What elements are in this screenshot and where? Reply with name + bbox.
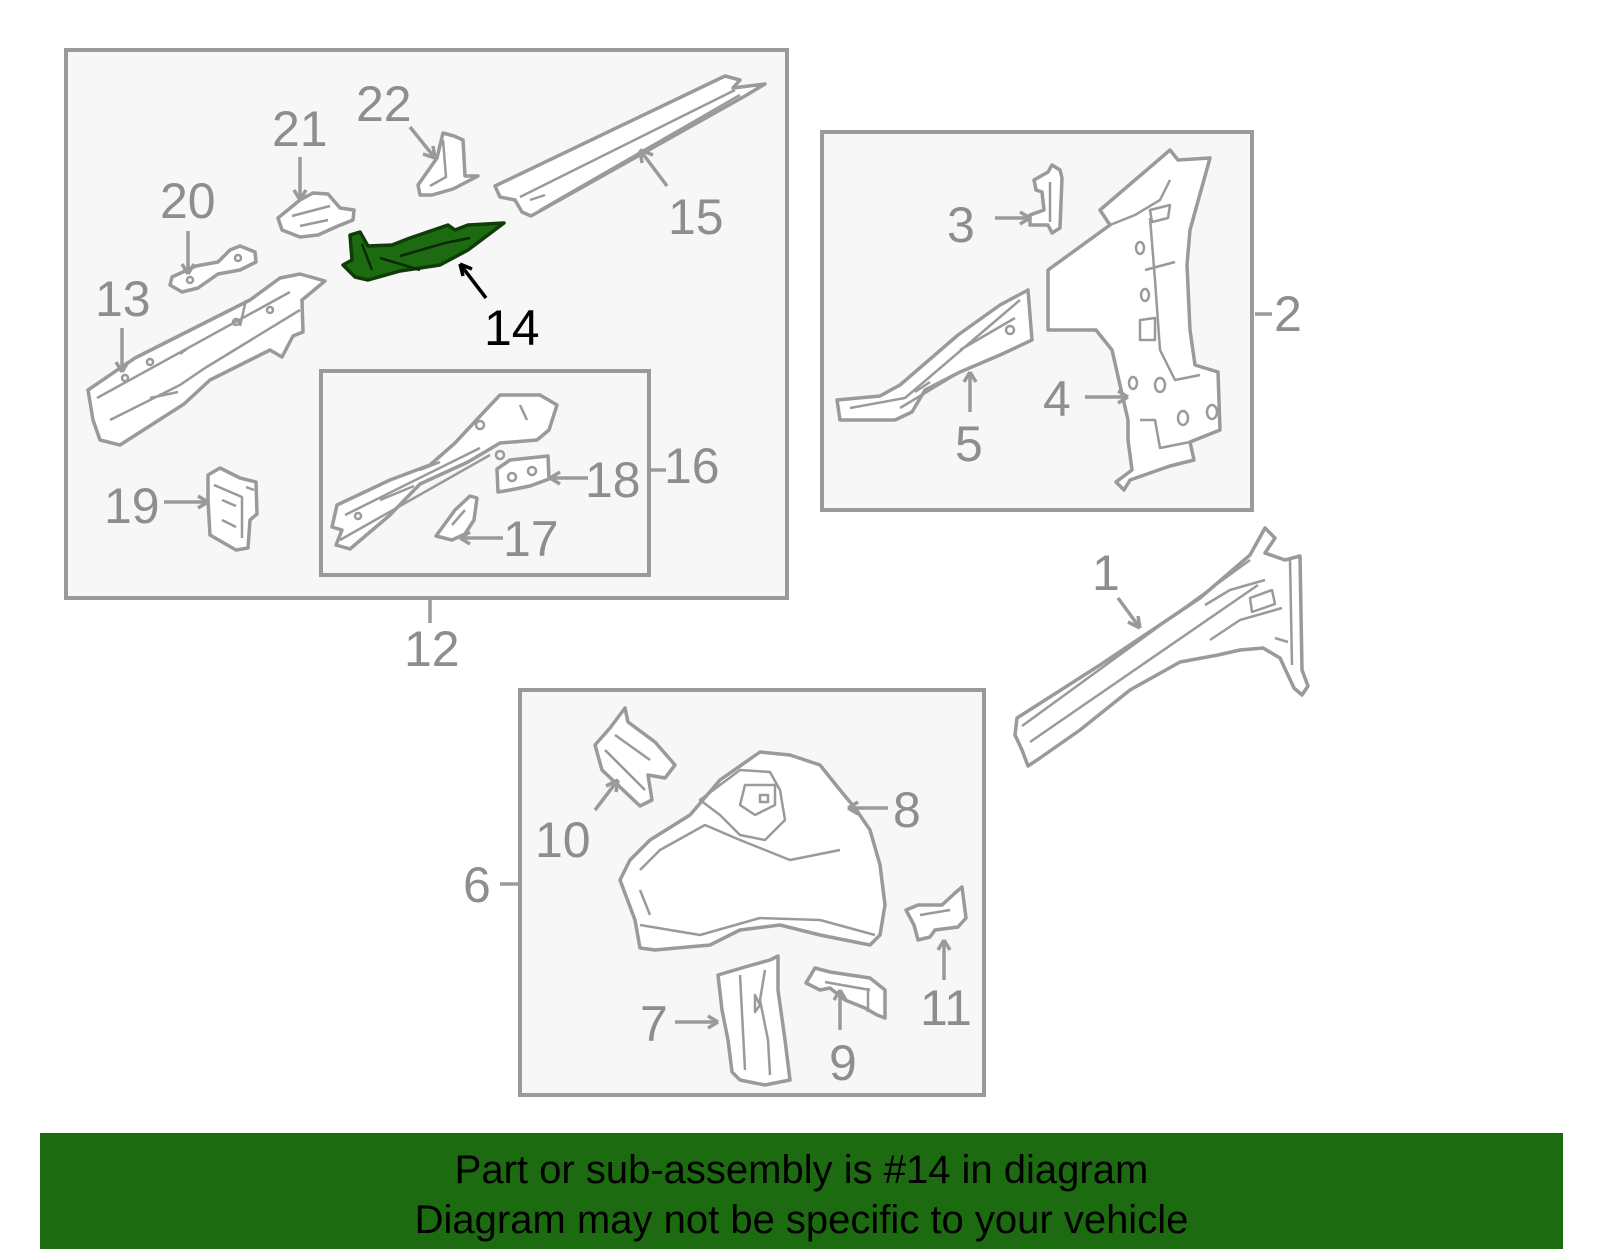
info-banner: Part or sub-assembly is #14 in diagram D… [40, 1133, 1563, 1249]
part-22[interactable] [416, 131, 480, 197]
part-7[interactable] [716, 954, 792, 1087]
callout-2: 2 [1274, 286, 1302, 342]
part-9[interactable] [804, 966, 887, 1020]
part-3[interactable] [1028, 163, 1064, 235]
callout-17: 17 [503, 511, 559, 567]
callout-19: 19 [104, 478, 160, 534]
part-19[interactable] [206, 466, 259, 552]
callout-5: 5 [955, 416, 983, 472]
callout-3: 3 [947, 197, 975, 253]
part-16-rail[interactable] [330, 393, 559, 551]
part-18[interactable] [495, 454, 551, 494]
callout-14: 14 [484, 300, 540, 356]
leader-10 [593, 778, 620, 812]
leader-1 [1116, 596, 1142, 630]
part-20[interactable] [168, 244, 258, 294]
leader-15 [638, 148, 669, 188]
part-4[interactable] [1046, 148, 1222, 492]
group-6: 10 8 11 9 7 6 [463, 688, 986, 1097]
callout-22: 22 [356, 76, 412, 132]
part-17[interactable] [434, 494, 479, 542]
callout-10: 10 [535, 812, 591, 868]
callout-21: 21 [272, 101, 328, 157]
leader-22 [408, 125, 437, 160]
part-8[interactable] [618, 750, 887, 952]
group-12: 22 21 20 13 14 15 19 18 16 17 12 [64, 48, 789, 677]
part-14[interactable] [341, 221, 506, 282]
callout-4: 4 [1043, 371, 1071, 427]
callout-11: 11 [920, 980, 972, 1036]
callout-13: 13 [95, 271, 151, 327]
callout-1: 1 [1092, 545, 1120, 601]
part-11[interactable] [904, 885, 968, 942]
callout-16: 16 [664, 438, 720, 494]
part-1[interactable] [1013, 526, 1310, 768]
callout-8: 8 [893, 782, 921, 838]
callout-15: 15 [668, 189, 724, 245]
callout-6: 6 [463, 857, 491, 913]
callout-7: 7 [640, 996, 668, 1052]
group-16-frame [319, 369, 651, 577]
part-5[interactable] [835, 288, 1034, 422]
part-15[interactable] [493, 74, 767, 218]
part-13[interactable] [86, 272, 327, 447]
callout-9: 9 [829, 1035, 857, 1091]
callout-20: 20 [160, 173, 216, 229]
banner-line-2: Diagram may not be specific to your vehi… [414, 1198, 1189, 1242]
part-21[interactable] [276, 191, 356, 239]
banner-line-1: Part or sub-assembly is #14 in diagram [454, 1148, 1149, 1192]
leader-14 [458, 262, 488, 300]
group-2: 3 4 5 2 [820, 130, 1302, 512]
callout-18: 18 [585, 452, 641, 508]
callout-12: 12 [404, 621, 460, 677]
